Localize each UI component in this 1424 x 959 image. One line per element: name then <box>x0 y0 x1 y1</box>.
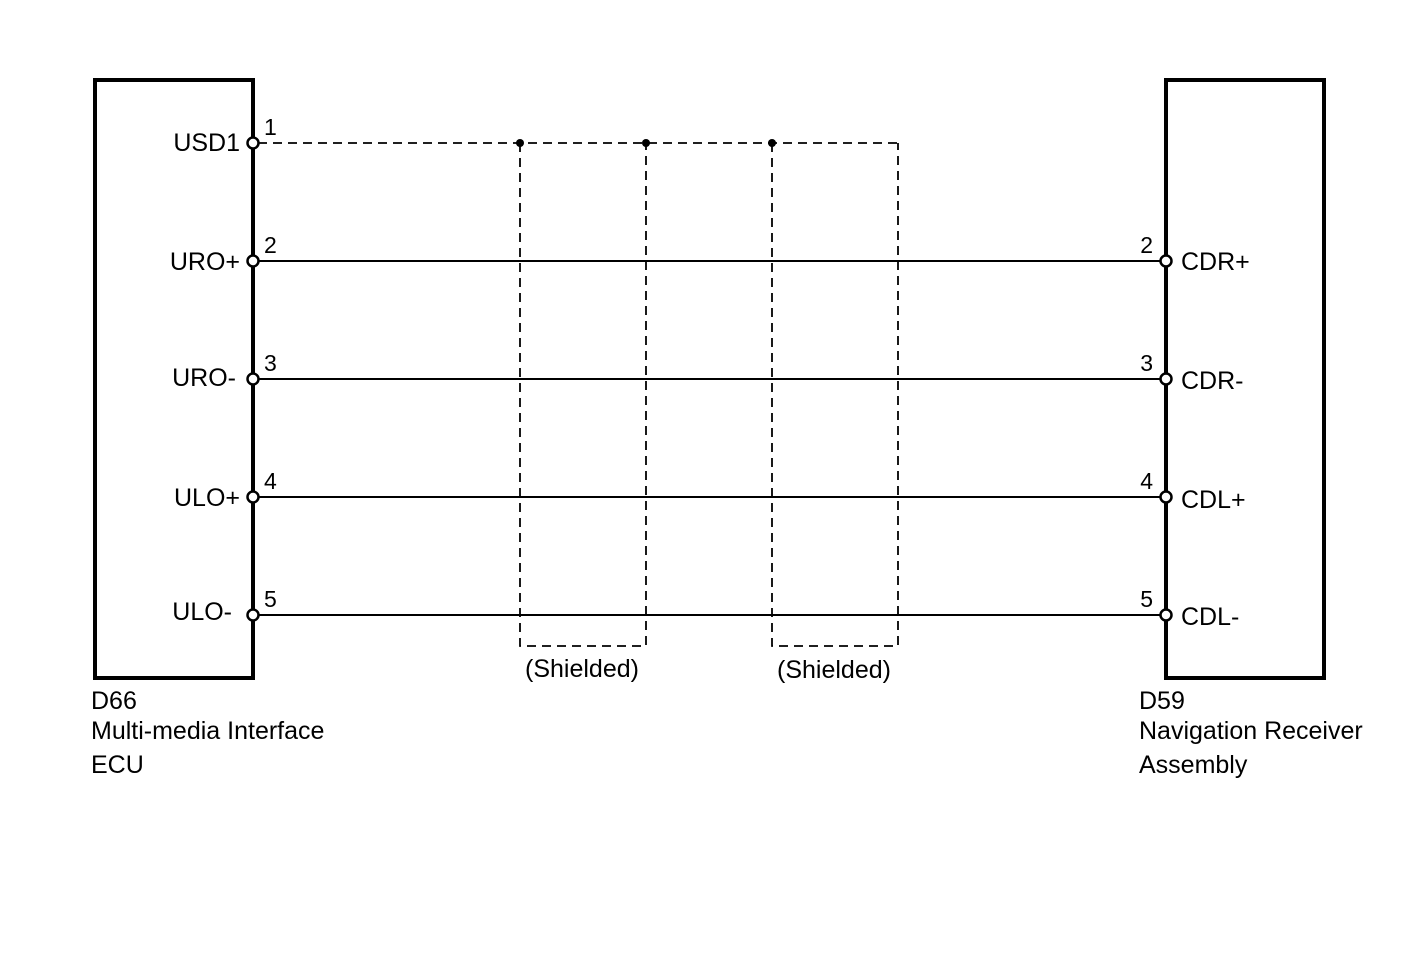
left-signal-label: USD1 <box>173 129 240 157</box>
terminal <box>246 254 260 268</box>
right-component-name-line2: Assembly <box>1139 751 1248 779</box>
shield-outline-2 <box>771 143 899 647</box>
terminal <box>1159 490 1173 504</box>
terminal <box>246 136 260 150</box>
terminal <box>1159 372 1173 386</box>
left-pin-number: 4 <box>264 468 277 494</box>
shield-junction-dot <box>516 139 524 147</box>
right-signal-label: CDL+ <box>1181 486 1246 514</box>
left-signal-label: URO+ <box>170 248 240 276</box>
terminal <box>1159 608 1173 622</box>
left-pin-number: 1 <box>264 114 277 140</box>
left-pin-number: 2 <box>264 232 277 258</box>
right-pin-number: 4 <box>1140 468 1153 494</box>
right-pin-number: 5 <box>1140 586 1153 612</box>
right-component-code: D59 <box>1139 687 1185 715</box>
left-component-name-line2: ECU <box>91 751 144 779</box>
left-signal-label: ULO- <box>172 598 232 626</box>
right-component-name: Navigation Receiver <box>1139 717 1363 745</box>
left-pin-number: 5 <box>264 586 277 612</box>
left-signal-label: ULO+ <box>174 484 240 512</box>
right-signal-label: CDR+ <box>1181 248 1250 276</box>
terminal <box>246 608 260 622</box>
shield-outline-1 <box>519 143 647 647</box>
left-component-code: D66 <box>91 687 137 715</box>
terminal <box>246 490 260 504</box>
left-component-name: Multi-media Interface <box>91 717 324 745</box>
left-signal-label: URO- <box>172 364 236 392</box>
terminal <box>246 372 260 386</box>
right-pin-number: 2 <box>1140 232 1153 258</box>
right-pin-number: 3 <box>1140 350 1153 376</box>
terminal <box>1159 254 1173 268</box>
shielded-label: (Shielded) <box>525 655 639 683</box>
left-pin-number: 3 <box>264 350 277 376</box>
shield-junction-dot <box>768 139 776 147</box>
right-signal-label: CDL- <box>1181 603 1239 631</box>
shield-junction-dot <box>642 139 650 147</box>
right-signal-label: CDR- <box>1181 367 1244 395</box>
shielded-label: (Shielded) <box>777 656 891 684</box>
